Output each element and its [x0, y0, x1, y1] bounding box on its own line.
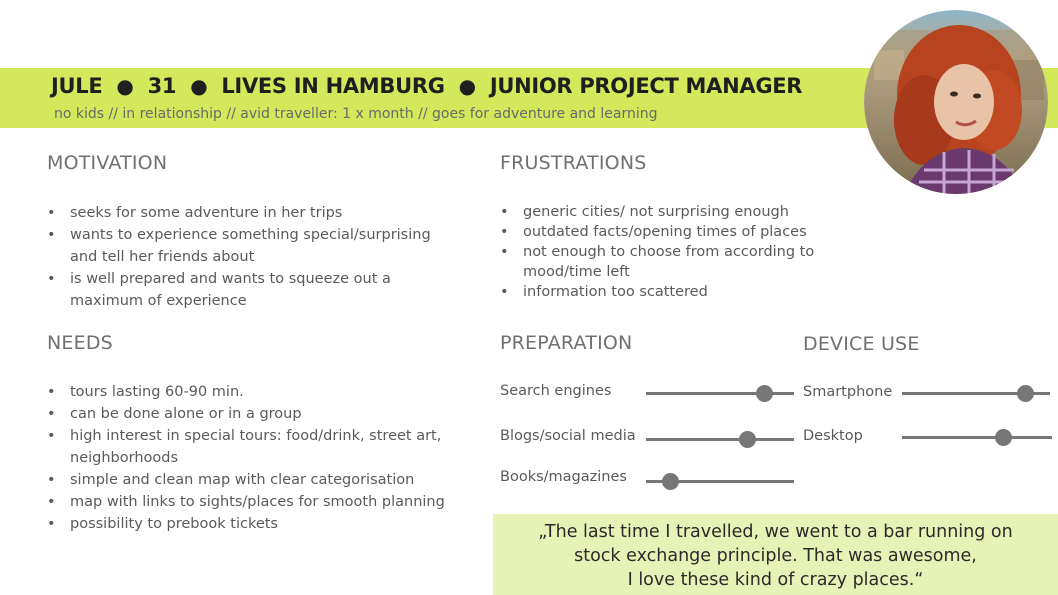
slider-knob	[756, 385, 774, 402]
list-item: can be done alone or in a group	[47, 403, 467, 425]
slider-knob	[738, 431, 756, 448]
frustrations-list: generic cities/ not surprising enough ou…	[500, 202, 845, 302]
slider-smartphone	[902, 385, 1050, 402]
avatar	[864, 10, 1048, 194]
needs-list: tours lasting 60-90 min. can be done alo…	[47, 381, 467, 535]
list-item: high interest in special tours: food/dri…	[47, 425, 467, 469]
separator-dot: ●	[116, 74, 134, 98]
motivation-list: seeks for some adventure in her trips wa…	[47, 202, 437, 312]
persona-age: 31	[147, 74, 177, 98]
avatar-photo	[864, 10, 1048, 194]
slider-label-books-magazines: Books/magazines	[500, 469, 627, 485]
persona-tagline: no kids // in relationship // avid trave…	[54, 106, 658, 122]
slider-desktop	[902, 429, 1052, 446]
separator-dot: ●	[190, 74, 208, 98]
needs-title: NEEDS	[47, 332, 113, 354]
list-item: wants to experience something special/su…	[47, 224, 437, 268]
persona-headline: JULE ● 31 ● LIVES IN HAMBURG ● JUNIOR PROJECT …	[51, 74, 802, 98]
persona-role: JUNIOR PROJECT MANAGER	[489, 74, 803, 98]
list-item: generic cities/ not surprising enough	[500, 202, 845, 222]
slider-books-magazines	[646, 473, 794, 490]
quote-line: „The last time I travelled, we went to a…	[538, 522, 1013, 542]
slider-label-desktop: Desktop	[803, 428, 863, 444]
slider-knob	[1016, 385, 1034, 402]
list-item: possibility to prebook tickets	[47, 513, 467, 535]
list-item: outdated facts/opening times of places	[500, 222, 845, 242]
slider-blogs-social-media	[646, 431, 794, 448]
list-item: map with links to sights/places for smoo…	[47, 491, 467, 513]
list-item: seeks for some adventure in her trips	[47, 202, 437, 224]
quote-line: stock exchange principle. That was aweso…	[574, 546, 977, 566]
list-item: simple and clean map with clear categori…	[47, 469, 467, 491]
slider-knob	[994, 429, 1012, 446]
list-item: not enough to choose from according to m…	[500, 242, 845, 282]
frustrations-title: FRUSTRATIONS	[500, 152, 647, 174]
slider-label-smartphone: Smartphone	[803, 384, 893, 400]
list-item: tours lasting 60-90 min.	[47, 381, 467, 403]
slider-label-blogs-social-media: Blogs/social media	[500, 428, 636, 444]
device-use-title: DEVICE USE	[803, 333, 920, 355]
slider-label-search-engines: Search engines	[500, 383, 612, 399]
slider-knob	[661, 473, 679, 490]
persona-location: LIVES IN HAMBURG	[221, 74, 445, 98]
list-item: is well prepared and wants to squeeze ou…	[47, 268, 437, 312]
separator-dot: ●	[458, 74, 476, 98]
list-item: information too scattered	[500, 282, 845, 302]
preparation-title: PREPARATION	[500, 332, 633, 354]
motivation-title: MOTIVATION	[47, 152, 168, 174]
quote-text: „The last time I travelled, we went to a…	[493, 520, 1058, 592]
quote-line: I love these kind of crazy places.“	[627, 570, 924, 590]
persona-name: JULE	[51, 74, 103, 98]
slider-search-engines	[646, 385, 794, 402]
quote-box: „The last time I travelled, we went to a…	[493, 514, 1058, 595]
